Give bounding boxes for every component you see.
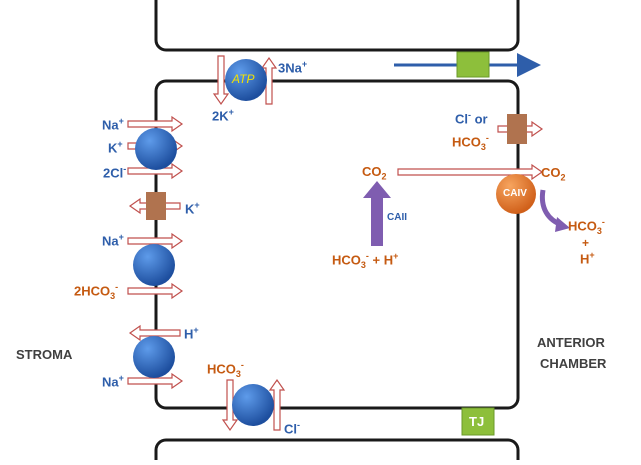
co2-left-label: CO2 — [362, 164, 387, 182]
na-arrow-1 — [127, 115, 184, 133]
two-hco3-label: 2HCO3- — [74, 282, 119, 301]
cl-bottom-label: Cl- — [284, 420, 300, 437]
tj-label: TJ — [469, 414, 485, 429]
chamber-label: CHAMBER — [540, 356, 607, 371]
tj-block — [461, 407, 495, 436]
cl-out-arrow — [268, 378, 286, 431]
atp-pump — [225, 59, 267, 101]
atp-right-arrow — [260, 56, 278, 105]
two-k-label: 2K+ — [212, 107, 234, 124]
lower-cell — [154, 438, 520, 465]
na-label-mid: Na+ — [102, 232, 124, 249]
hco3-apical-label: HCO3- — [452, 133, 489, 152]
caii-label: CAII — [387, 212, 407, 223]
h-out-arrow — [128, 324, 181, 342]
nhe-exchanger — [133, 336, 175, 378]
apical-channel — [507, 114, 527, 144]
three-na-label: 3Na+ — [278, 59, 308, 76]
co2-right-label: CO2 — [541, 165, 566, 183]
hco3-right-label: HCO3- — [568, 217, 605, 236]
upper-cell — [154, 0, 520, 52]
na-label-bottom: Na+ — [102, 373, 124, 390]
stroma-label: STROMA — [16, 347, 73, 362]
cl-hco3-exchanger — [232, 384, 274, 426]
na-arrow-2 — [127, 232, 184, 250]
co2-diffusion-arrow — [397, 163, 544, 181]
na-arrow-3 — [127, 372, 184, 390]
atp-label: ATP — [232, 72, 255, 86]
na-label-top: Na+ — [102, 116, 124, 133]
h-label-bottom: H+ — [184, 325, 199, 342]
nkcc-transporter — [135, 128, 177, 170]
hco3-bottom-label: HCO3- — [207, 360, 244, 379]
k-channel — [146, 192, 166, 220]
top-junction-block — [456, 51, 490, 78]
k-label-top: K+ — [108, 139, 123, 156]
two-cl-label: 2Cl- — [103, 164, 127, 181]
atp-left-arrow — [212, 55, 230, 106]
hco3-arrow-2 — [127, 282, 184, 300]
cl-or-label: Cl- or — [455, 110, 488, 127]
anterior-label: ANTERIOR — [537, 335, 605, 350]
main-cell — [154, 79, 520, 410]
cl-arrow-1 — [127, 162, 184, 180]
caiv-curved-arrowhead — [555, 217, 570, 232]
plus-right-label: + — [582, 236, 590, 250]
nbc-transporter — [133, 244, 175, 286]
hco3-h-left-label: HCO3- + H+ — [332, 251, 399, 270]
caiv-enzyme — [496, 174, 536, 214]
caiv-label: CAIV — [503, 188, 527, 199]
h-right-label: H+ — [580, 250, 595, 267]
k-channel-label: K+ — [185, 200, 200, 217]
caii-arrow — [363, 181, 391, 246]
hco3-in-arrow — [221, 379, 239, 432]
